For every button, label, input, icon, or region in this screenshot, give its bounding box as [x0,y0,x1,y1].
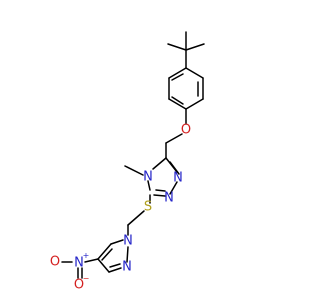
bond-pyrazole-n1-c5 [110,239,124,245]
bond-pyrazole-double-1 [101,248,113,261]
atom-label-nitro-n: N [74,256,84,271]
bond-pyrazole-c5-c4 [97,243,112,260]
structure-svg: O N N N S N N N + O O − [50,31,205,293]
bond-triazole-n2-c3 [153,194,166,197]
charge-label-nitro-o: − [83,274,90,283]
atom-label-triazole-n-methyl: N [143,170,153,185]
atom-label-ether-oxygen: O [181,123,191,138]
ether-linkage [165,108,187,159]
atom-label-sulfur: S [144,200,152,215]
bond-pyrazole-c4-c3 [97,258,110,273]
bond-triazole-n1-n2 [169,181,178,195]
molecule-structure-drawing: O N N N S N N N + O O − [50,31,205,293]
bond-tbu-quaternary-methyl-right [185,43,205,51]
bond-benzene-6 [168,67,187,79]
charge-label-nitro-n: + [83,251,90,260]
atom-label-pyrazole-n1: N [123,234,133,249]
atom-label-triazole-n-upper: N [173,171,183,186]
bond-oxygen-to-ch2 [165,133,183,144]
nitro-group [61,258,99,279]
triazole-ring [124,157,180,197]
bond-pyrazole-double-2 [109,263,121,268]
bond-triazole-double-2 [155,189,166,192]
bond-pyrazole-c3-n2 [108,267,122,273]
bond-n-methyl [124,165,144,176]
atom-label-triazole-n-lower: N [164,191,174,206]
atom-label-nitro-o-bottom: O [74,278,84,293]
atom-label-nitro-o-left: O [50,255,60,270]
pyrazole-ring [97,239,129,273]
bond-sulfur-to-ch2 [127,210,145,226]
tert-butyl-group [167,31,205,69]
thioether-linkage [127,194,151,236]
atom-label-pyrazole-n2: N [122,260,132,275]
bond-benzene-double-c [171,73,184,81]
bond-benzene-1 [185,67,204,79]
bond-tbu-quaternary-methyl-left [167,43,187,51]
bond-triazole-double-1 [169,161,180,175]
benzene-ring [168,67,204,110]
bond-triazole-c5-n4 [152,157,167,170]
bond-benzene-double-b [171,96,184,105]
bond-triazole-c3-n4 [147,180,151,191]
bond-benzene-4 [168,98,187,110]
bond-pyrazole-n2-n1 [126,246,129,263]
bond-ring-to-nitro [84,258,99,263]
bond-benzene-3 [185,98,204,110]
